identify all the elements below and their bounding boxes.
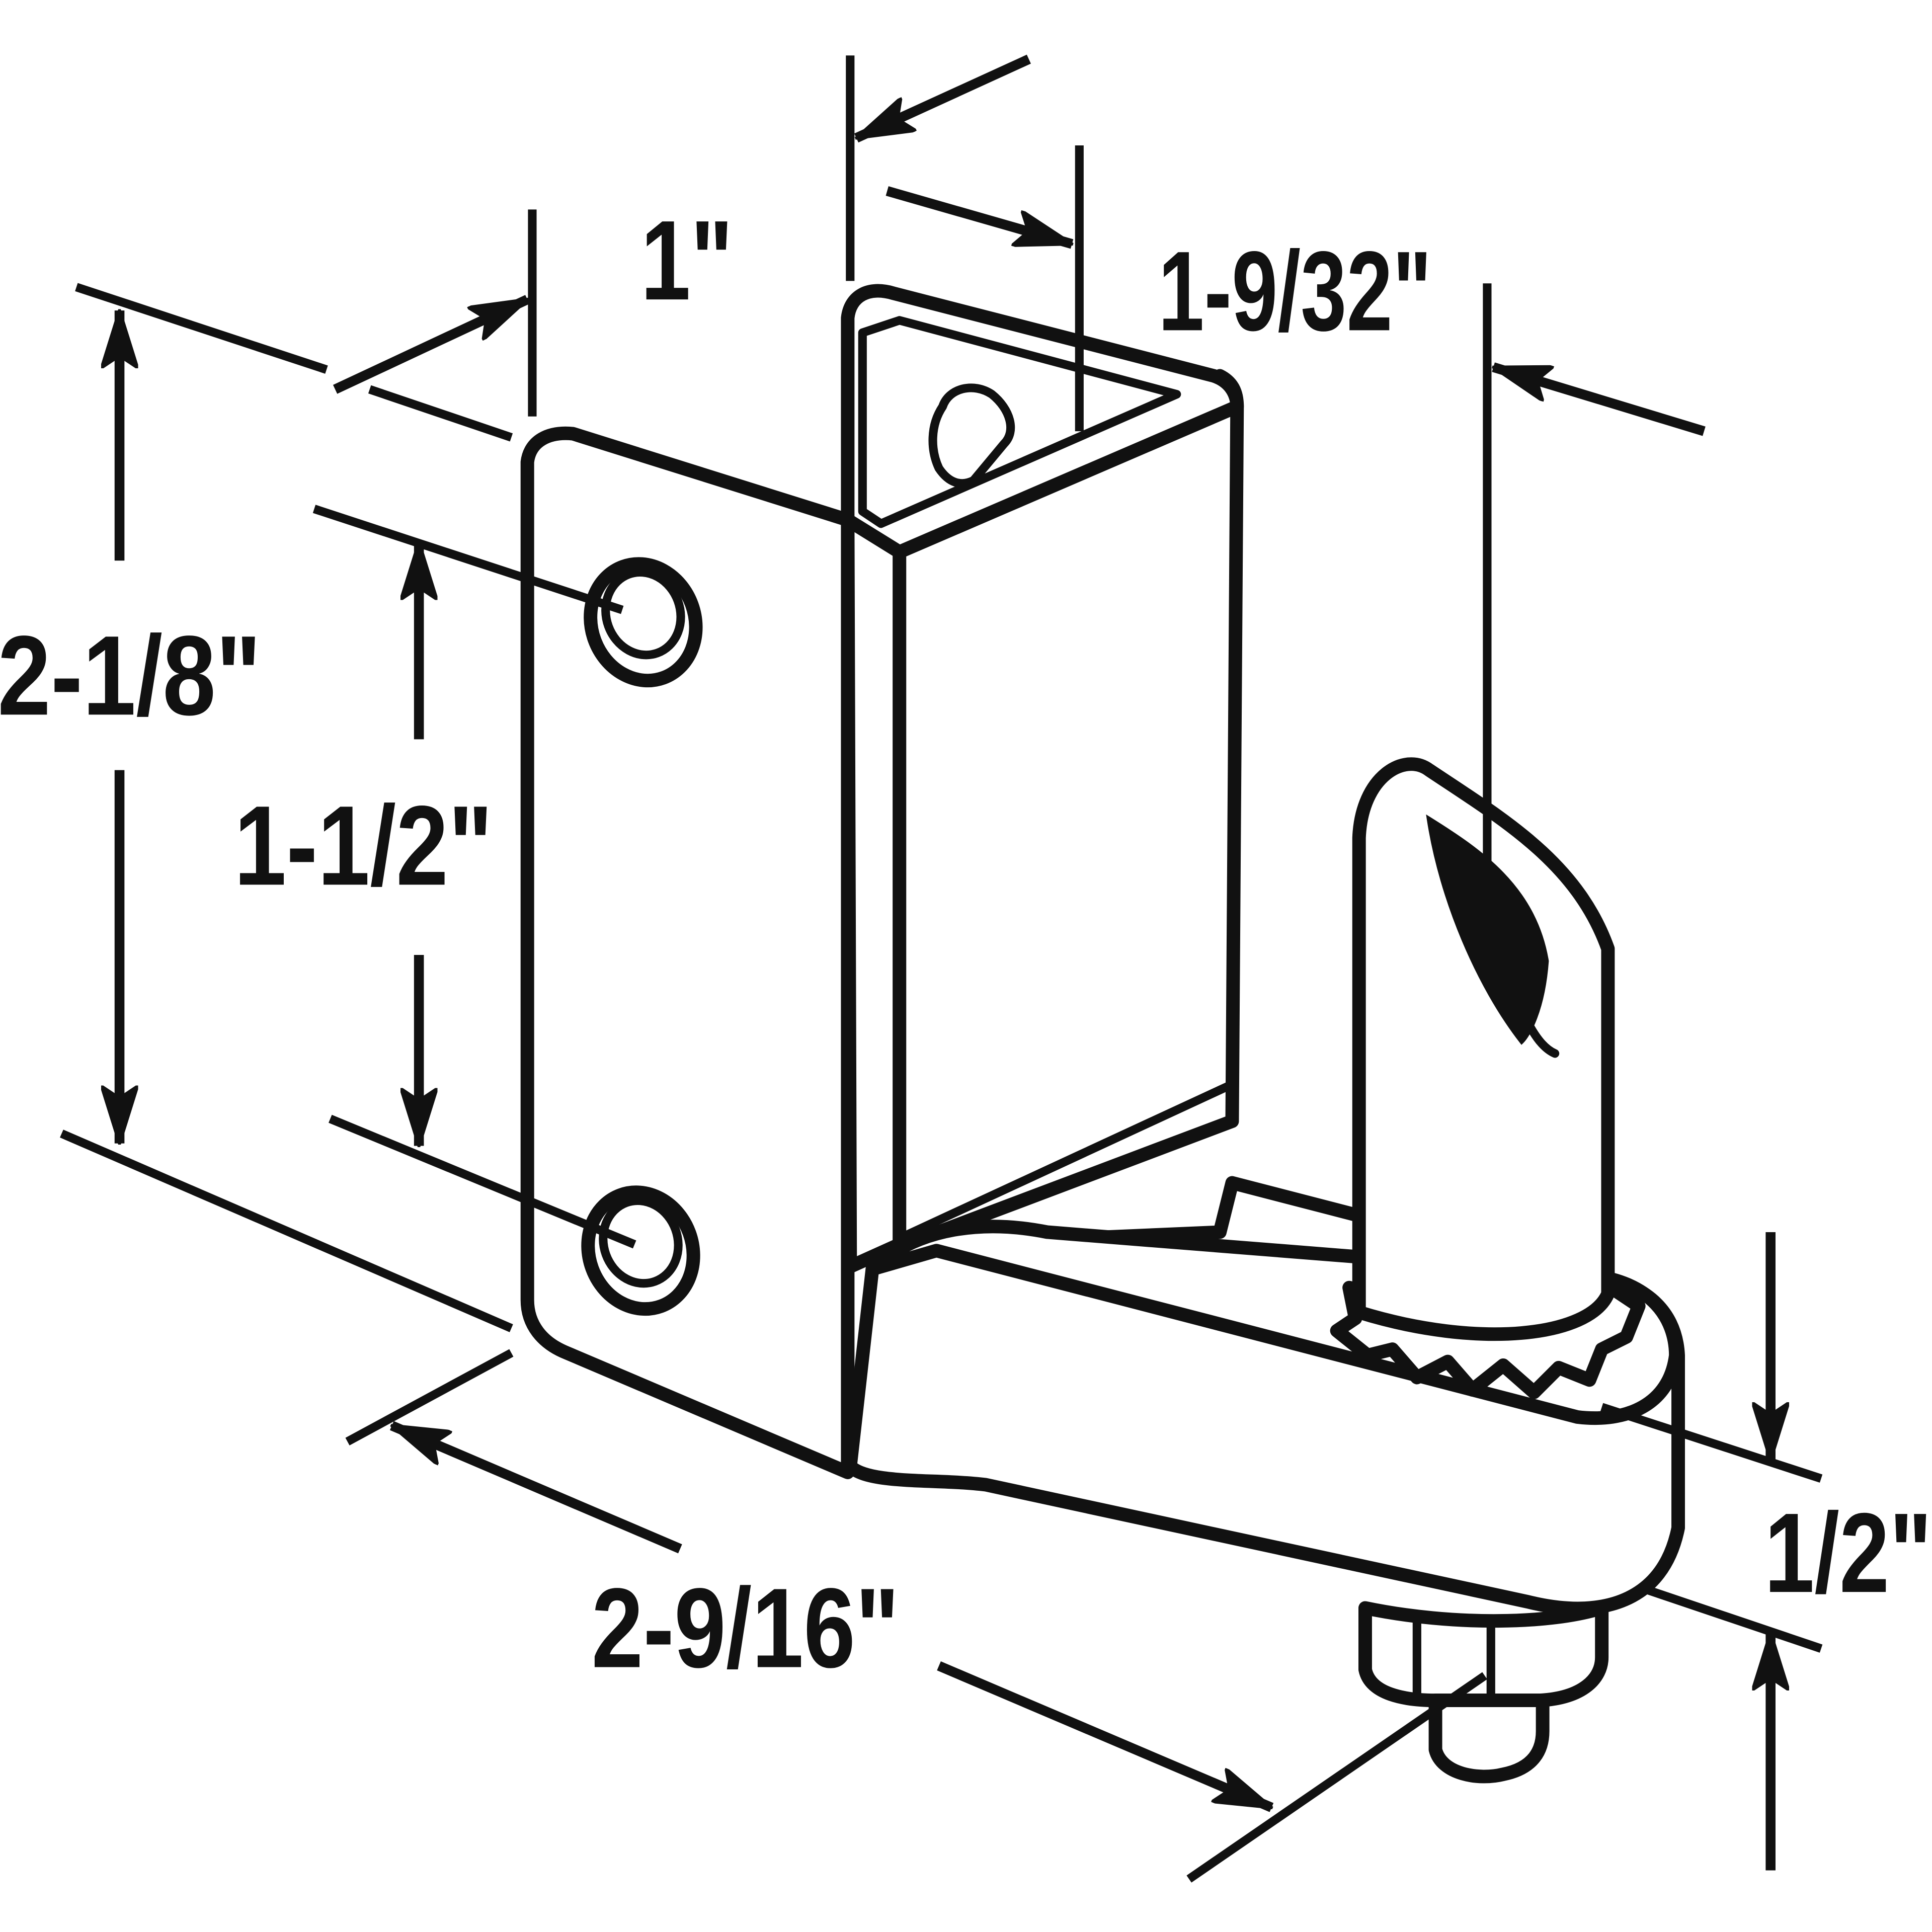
- channel-rim: [841, 284, 1244, 559]
- label-overall-height: 2-1/8": [0, 612, 261, 739]
- upper-screw-hole: [584, 557, 703, 688]
- lower-screw-hole: [581, 1185, 700, 1316]
- pin-slot-line: [1523, 1018, 1560, 1058]
- hinge-body: [520, 284, 1685, 1784]
- label-flange-width: 1": [640, 197, 733, 324]
- nut-facet: [1412, 1612, 1495, 1705]
- hole-spacing-ext-top: [312, 505, 624, 614]
- lower-nut: [1358, 1601, 1609, 1708]
- lower-pin-tip: [1428, 1694, 1550, 1784]
- pin-offset-dim-2: [1493, 362, 1706, 436]
- overall-height-ext-bottom: [60, 1130, 513, 1332]
- length-dim-left: [392, 1421, 682, 1554]
- flange-width-dim-1: [333, 295, 527, 394]
- pin-offset-dim-1: [886, 186, 1072, 249]
- overall-height-ext-top: [75, 283, 328, 374]
- label-overall-length: 2-9/16": [592, 1564, 900, 1691]
- label-hole-spacing: 1-1/2": [234, 782, 493, 909]
- flange-width-dim-2: [856, 54, 1031, 143]
- label-pin-offset: 1-9/32": [1158, 227, 1432, 354]
- back-plate-slot: [928, 383, 1015, 488]
- hole-spacing-ext-bottom: [329, 1114, 636, 1249]
- length-ext-left: [345, 1349, 514, 1445]
- dimension-labels: 2-1/8" 1-1/2" 1" 1-9/32" 2-9/16" 1/2": [0, 197, 1932, 1691]
- label-boss-height: 1/2": [1764, 1489, 1932, 1616]
- gusset-line: [895, 1080, 1237, 1243]
- boss-ext-top: [1600, 1403, 1823, 1483]
- boss-ext-bottom: [1637, 1583, 1823, 1653]
- flange-width-ext-front: [368, 385, 513, 442]
- pivot-pin: [1352, 757, 1615, 1341]
- length-ext-right: [1186, 1672, 1487, 1883]
- length-dim-right: [937, 1661, 1271, 1812]
- dimension-lines: [60, 54, 1823, 1883]
- channel-web: [841, 513, 907, 1274]
- channel-rim-inner: [858, 316, 1181, 528]
